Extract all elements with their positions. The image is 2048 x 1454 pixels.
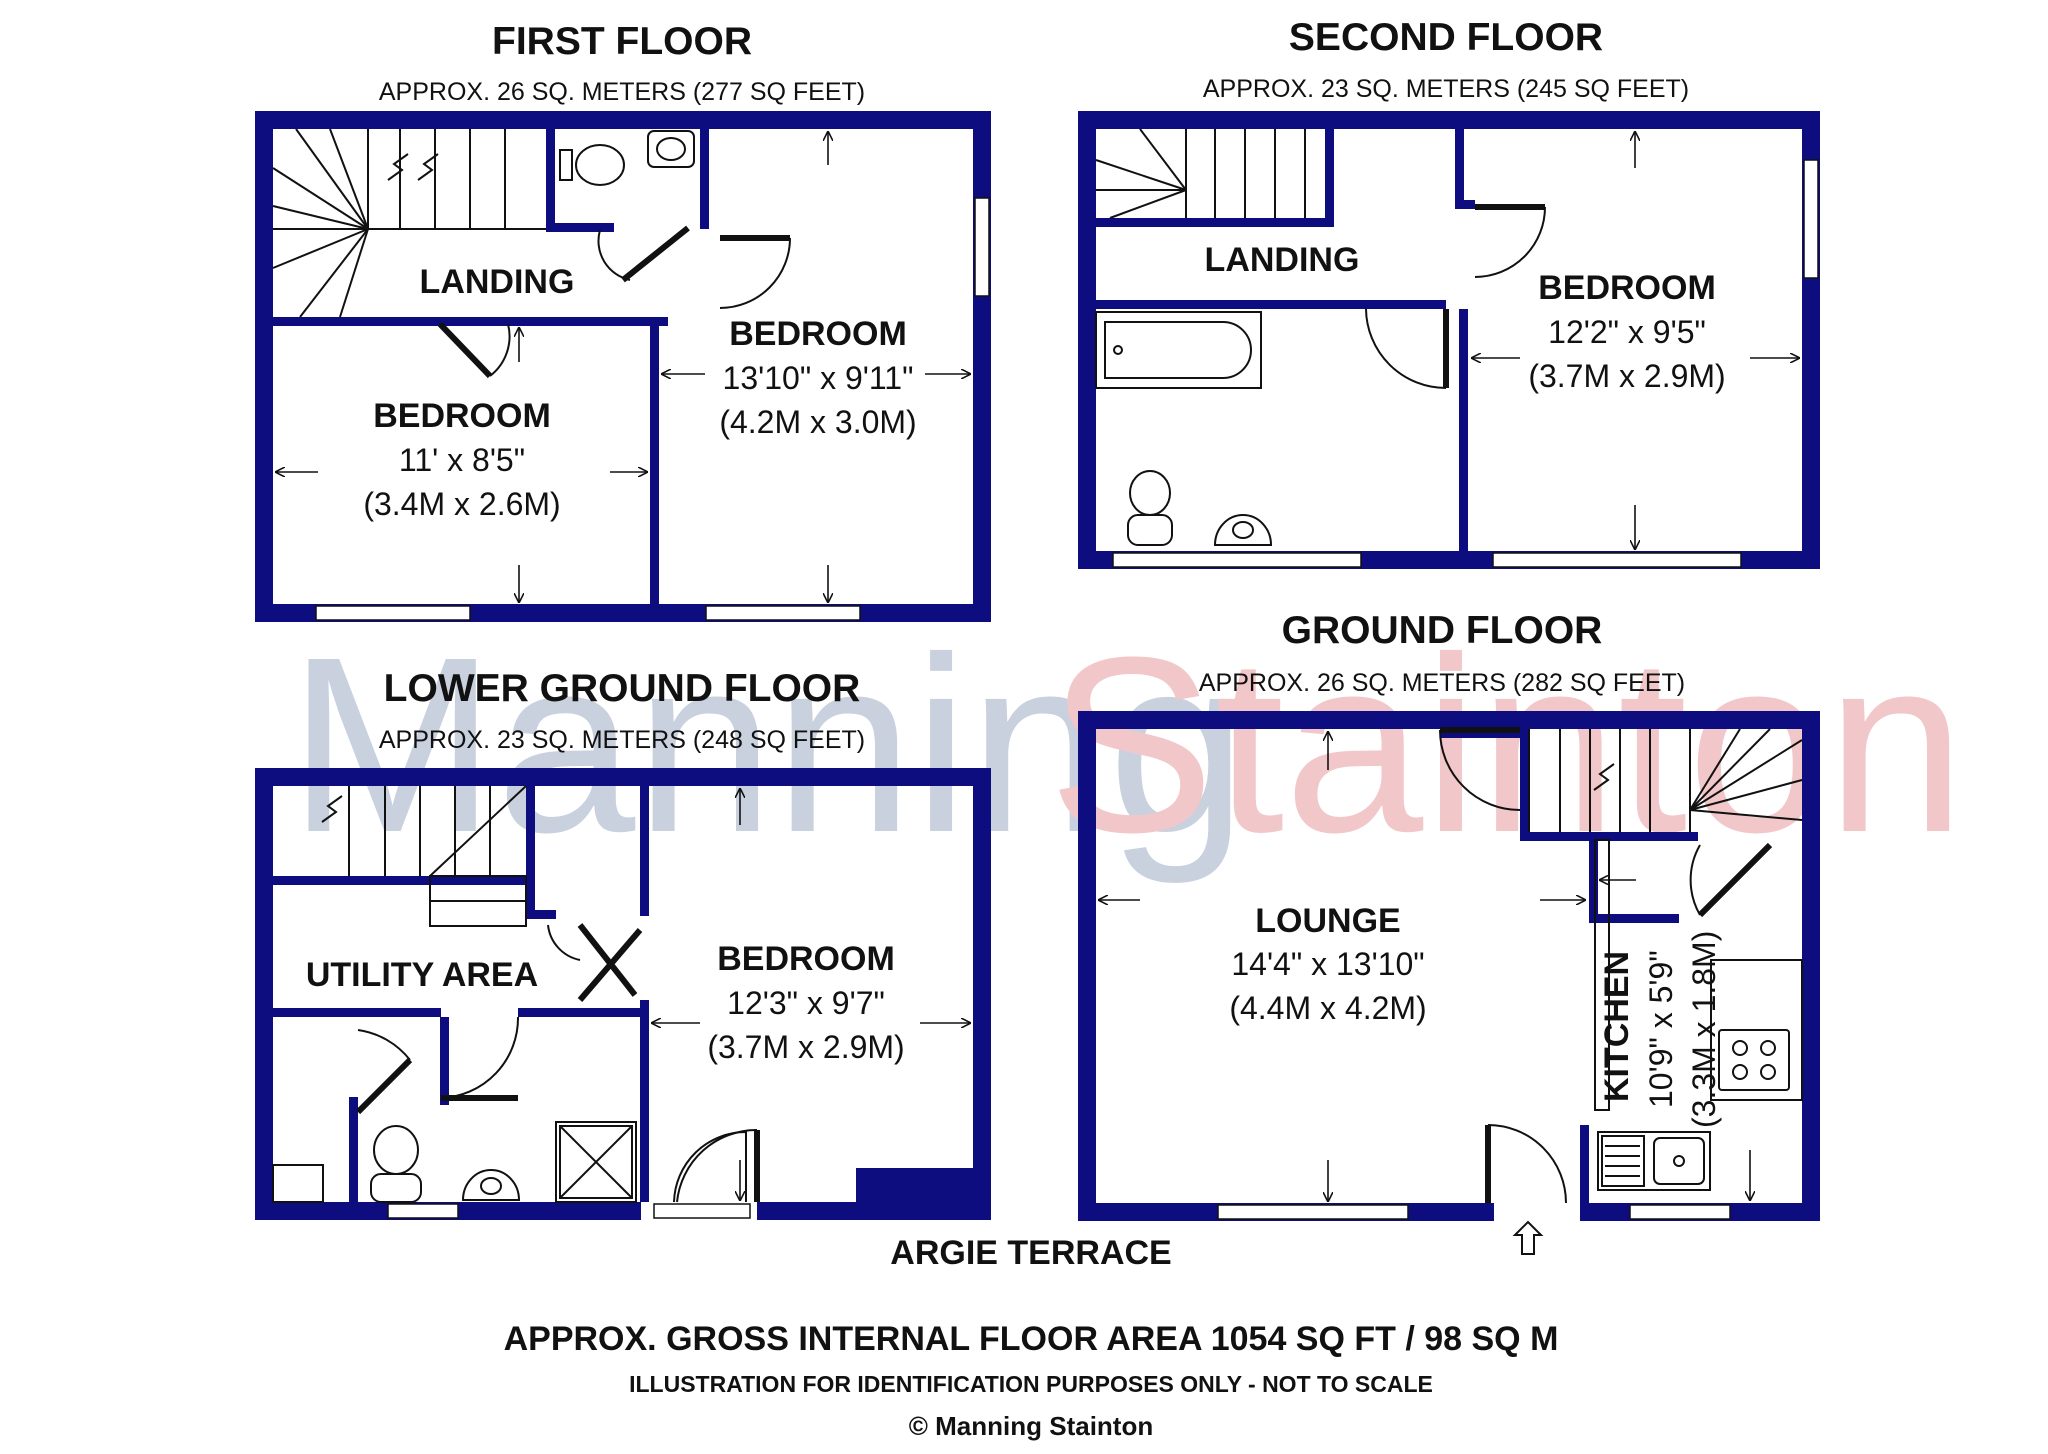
not-to-scale-note: ILLUSTRATION FOR IDENTIFICATION PURPOSES… bbox=[629, 1371, 1433, 1397]
entrance-arrow-icon bbox=[1512, 1220, 1544, 1255]
ground-floor-title: GROUND FLOOR bbox=[1281, 609, 1603, 652]
lower-ground-floor-area: APPROX. 23 SQ. METERS (248 SQ FEET) bbox=[378, 726, 866, 754]
first-floor-bedroom-a-dim-imperial: 13'10" x 9'11" bbox=[722, 360, 914, 396]
ground-lounge-dim-metric: (4.4M x 4.2M) bbox=[1229, 990, 1427, 1026]
first-floor-bedroom-b-name: BEDROOM bbox=[373, 397, 551, 435]
first-floor-landing-label: LANDING bbox=[419, 263, 575, 301]
first-floor-bedroom-b-dim-metric: (3.4M x 2.6M) bbox=[363, 486, 561, 522]
first-floor-bedroom-a-dim-metric: (4.2M x 3.0M) bbox=[719, 404, 917, 440]
gross-floor-area: APPROX. GROSS INTERNAL FLOOR AREA 1054 S… bbox=[503, 1320, 1559, 1358]
lower-ground-bedroom-dim-imperial: 12'3" x 9'7" bbox=[727, 985, 885, 1021]
second-floor-plan bbox=[1078, 111, 1820, 569]
lower-ground-floor-plan bbox=[255, 768, 991, 1220]
ground-lounge-dim-imperial: 14'4" x 13'10" bbox=[1231, 946, 1425, 982]
second-floor-bedroom-dim-metric: (3.7M x 2.9M) bbox=[1528, 358, 1726, 394]
street-name: ARGIE TERRACE bbox=[890, 1234, 1172, 1272]
ground-floor-area: APPROX. 26 SQ. METERS (282 SQ FEET) bbox=[1198, 669, 1686, 697]
second-floor-title: SECOND FLOOR bbox=[1288, 16, 1604, 59]
lower-ground-floor-title: LOWER GROUND FLOOR bbox=[383, 667, 861, 710]
first-floor-bedroom-a-name: BEDROOM bbox=[729, 315, 907, 353]
first-floor-area: APPROX. 26 SQ. METERS (277 SQ FEET) bbox=[378, 78, 866, 106]
copyright: © Manning Stainton bbox=[908, 1411, 1154, 1441]
second-floor-bedroom-dim-imperial: 12'2" x 9'5" bbox=[1548, 314, 1706, 350]
lower-ground-utility-label: UTILITY AREA bbox=[305, 956, 539, 994]
first-floor-plan bbox=[255, 111, 991, 622]
ground-floor-plan bbox=[1078, 711, 1820, 1255]
ground-kitchen-dim-imperial: 10'9" x 5'9" bbox=[1643, 950, 1679, 1108]
second-floor-landing-label: LANDING bbox=[1204, 241, 1360, 279]
ground-kitchen-dim-metric: (3.3M x 1.8M) bbox=[1686, 930, 1722, 1128]
ground-lounge-name: LOUNGE bbox=[1255, 902, 1401, 940]
first-floor-title: FIRST FLOOR bbox=[492, 20, 752, 63]
first-floor-bedroom-b-dim-imperial: 11' x 8'5" bbox=[398, 442, 526, 478]
lower-ground-bedroom-name: BEDROOM bbox=[717, 940, 895, 978]
second-floor-bedroom-name: BEDROOM bbox=[1538, 269, 1716, 307]
second-floor-area: APPROX. 23 SQ. METERS (245 SQ FEET) bbox=[1202, 75, 1690, 103]
lower-ground-bedroom-dim-metric: (3.7M x 2.9M) bbox=[707, 1029, 905, 1065]
ground-kitchen-name: KITCHEN bbox=[1598, 950, 1636, 1102]
